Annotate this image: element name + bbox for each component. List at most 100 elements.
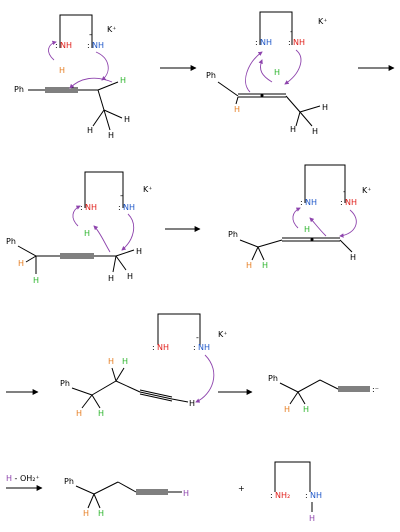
- hydrogen-label: H: [290, 125, 296, 134]
- nh-base-label: NH: [123, 203, 135, 212]
- minus-sign: -: [120, 191, 123, 200]
- hydrogen-label: H: [108, 131, 114, 140]
- reagent-hydronium: - OH₂⁺: [12, 474, 40, 483]
- hydrogen-label: H: [76, 409, 82, 418]
- nh2-label: NH₂: [275, 491, 290, 500]
- phenyl-label: Ph: [228, 230, 238, 239]
- hydrogen-label: H: [84, 229, 90, 238]
- nh-acid-label: NH: [157, 343, 169, 352]
- lone-pair: :: [80, 203, 83, 212]
- curly-arrow: [69, 77, 113, 89]
- hydrogen-label: H: [127, 272, 133, 281]
- structure-2: : NH - : NH K⁺ H Ph H H H H: [206, 11, 328, 136]
- diamine-chain: [59, 14, 93, 48]
- curly-arrow: [292, 207, 301, 229]
- hydrogen-label: H: [309, 514, 315, 523]
- diamine-chain: [84, 171, 124, 208]
- hydrogen-label: H: [234, 105, 240, 114]
- diamine-chain: [259, 11, 293, 45]
- curly-arrow: [195, 354, 215, 403]
- nh-base-label: NH: [260, 38, 272, 47]
- hydrogen-label: H: [189, 399, 195, 408]
- nh-base-label: NH: [92, 41, 104, 50]
- nh-base-label: NH: [310, 491, 322, 500]
- structure-1: : NH - : NH K⁺ H Ph H H H H: [14, 14, 130, 140]
- hydrogen-label: H: [87, 126, 93, 135]
- potassium-cation: K⁺: [143, 185, 152, 194]
- lone-pair: :: [340, 198, 343, 207]
- hydrogen-label: H: [274, 68, 280, 77]
- minus-sign: -: [343, 187, 346, 196]
- lone-pair: :: [152, 343, 155, 352]
- phenyl-label: Ph: [64, 477, 74, 486]
- minus-sign: -: [196, 333, 199, 342]
- phenyl-label: Ph: [60, 379, 70, 388]
- diamine-chain: [304, 164, 346, 203]
- diamine-chain: [274, 461, 311, 492]
- hydrogen-label: H: [120, 76, 126, 85]
- curly-arrow: [258, 59, 273, 83]
- hydrogen-label: H: [108, 274, 114, 283]
- curly-arrow: [72, 205, 81, 227]
- hydrogen-label: H: [98, 509, 104, 518]
- hydrogen-label: H: [18, 259, 24, 268]
- hydrogen-label: H: [350, 253, 356, 262]
- lone-pair: :: [300, 198, 303, 207]
- curly-arrow: [245, 51, 263, 93]
- curly-arrow: [48, 40, 57, 61]
- hydrogen-label: H: [83, 509, 89, 518]
- phenyl-label: Ph: [14, 85, 24, 94]
- structure-6-acetylide: Ph H H :⁻: [268, 374, 379, 414]
- curly-arrow: [339, 209, 357, 238]
- hydrogen-label: H: [262, 261, 268, 270]
- reagent-h: H: [6, 474, 12, 483]
- lone-pair: :: [305, 491, 308, 500]
- structure-5: : NH - : NH K⁺ Ph H H H H H: [60, 313, 227, 418]
- protonation-step: H - OH₂⁺: [6, 474, 43, 491]
- lone-pair: :: [193, 343, 196, 352]
- potassium-cation: K⁺: [218, 330, 227, 339]
- nh-acid-label: NH: [60, 41, 72, 50]
- nh-base-label: NH: [305, 198, 317, 207]
- hydrogen-label: H: [322, 103, 328, 112]
- hydrogen-label: H: [303, 405, 309, 414]
- structure-7-terminal-alkyne: Ph H H H: [64, 477, 189, 518]
- potassium-cation: K⁺: [362, 186, 371, 195]
- hydrogen-label: H: [312, 127, 318, 136]
- hydrogen-label: H: [124, 115, 130, 124]
- phenyl-label: Ph: [268, 374, 278, 383]
- potassium-cation: K⁺: [107, 25, 116, 34]
- svg-text:H - OH₂⁺: H - OH₂⁺: [6, 474, 40, 483]
- hydrogen-label: H: [33, 276, 39, 285]
- acetylide-anion: :⁻: [372, 385, 379, 394]
- plus-sign: +: [238, 484, 245, 493]
- hydrogen-label: H: [98, 409, 104, 418]
- nh-acid-label: NH: [293, 38, 305, 47]
- curly-arrow: [93, 225, 111, 253]
- lone-pair: :: [55, 41, 58, 50]
- lone-pair: :: [270, 491, 273, 500]
- structure-3: : NH - : NH K⁺ H Ph H H H H H: [6, 171, 152, 285]
- minus-sign: -: [89, 30, 92, 39]
- lone-pair: :: [255, 38, 258, 47]
- hydrogen-label: H: [136, 247, 142, 256]
- hydrogen-label: H: [122, 357, 128, 366]
- phenyl-label: Ph: [6, 237, 16, 246]
- hydrogen-label: H: [284, 405, 290, 414]
- potassium-cation: K⁺: [318, 17, 327, 26]
- curly-arrow: [95, 51, 109, 81]
- lone-pair: :: [288, 38, 291, 47]
- structure-4: : NH - : NH K⁺ H Ph H H H: [228, 164, 371, 270]
- hydrogen-label: H: [59, 66, 65, 75]
- phenyl-label: Ph: [206, 71, 216, 80]
- nh-acid-label: NH: [345, 198, 357, 207]
- lone-pair: :: [118, 203, 121, 212]
- nh-acid-label: NH: [85, 203, 97, 212]
- hydrogen-label: H: [108, 357, 114, 366]
- curly-arrow: [121, 213, 135, 251]
- curly-arrow: [284, 49, 302, 85]
- curly-arrow: [309, 217, 327, 237]
- structure-7-diamine: : NH₂ : NH H: [270, 461, 322, 523]
